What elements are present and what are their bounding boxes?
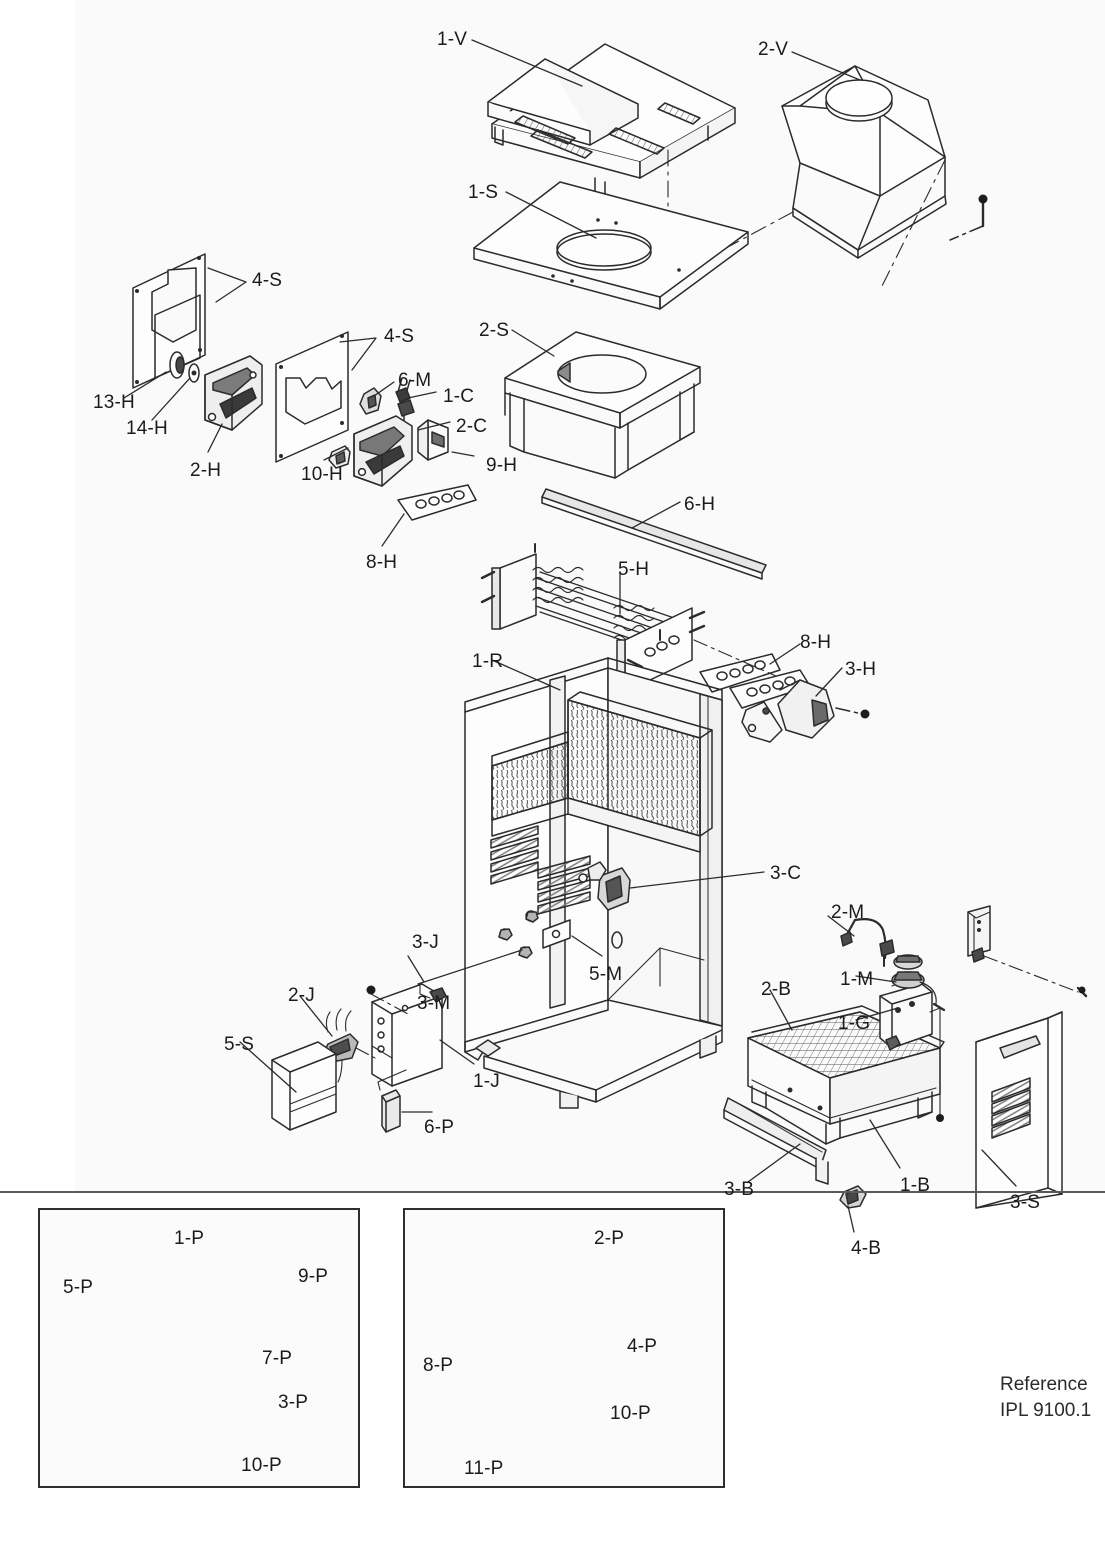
callout-label-2-C: 2-C xyxy=(456,416,488,437)
callout-label-1-P: 1-P xyxy=(174,1228,205,1249)
callout-label-7-P: 7-P xyxy=(262,1348,293,1369)
callout-label-1-G: 1-G xyxy=(838,1013,871,1034)
part-1-R-cabinet xyxy=(464,657,723,1109)
callout-label-6-P: 6-P xyxy=(424,1117,455,1138)
callout-label-1-R: 1-R xyxy=(472,651,504,672)
part-group-burner-controls xyxy=(328,377,477,521)
callout-label-1-C: 1-C xyxy=(443,386,475,407)
reference-line-1: Reference xyxy=(1000,1374,1088,1395)
part-8-H-gaskets-right xyxy=(699,653,811,709)
leader-lines xyxy=(123,39,1017,1233)
callout-label-10-P: 10-P xyxy=(610,1403,651,1424)
callout-label-3-B: 3-B xyxy=(724,1179,755,1200)
part-4-S-gasket-lower xyxy=(275,331,349,463)
callout-label-9-H: 9-H xyxy=(486,455,518,476)
callout-label-14-H: 14-H xyxy=(126,418,168,439)
callout-label-3-P: 3-P xyxy=(278,1392,309,1413)
callout-label-3-C: 3-C xyxy=(770,863,802,884)
callout-label-9-P: 9-P xyxy=(298,1266,329,1287)
callout-label-6-H: 6-H xyxy=(684,494,716,515)
callout-label-6-M: 6-M xyxy=(398,370,432,391)
part-4-S-gasket-upper xyxy=(132,253,206,389)
part-1-S-top-panel xyxy=(473,181,749,310)
callout-label-10-P: 10-P xyxy=(241,1455,282,1476)
callout-label-8-P: 8-P xyxy=(423,1355,454,1376)
part-1-J-junction-box xyxy=(271,983,447,1133)
inset-frame-left xyxy=(38,1208,360,1488)
callout-label-1-B: 1-B xyxy=(900,1175,931,1196)
callout-label-3-J: 3-J xyxy=(412,932,439,953)
reference-line-2: IPL 9100.1 xyxy=(1000,1400,1092,1421)
part-2-V-vent-hood xyxy=(781,65,988,259)
callout-label-11-P: 11-P xyxy=(464,1458,504,1479)
callout-label-13-H: 13-H xyxy=(93,392,135,413)
part-2-B-burner-assembly xyxy=(723,918,946,1209)
callout-label-4-B: 4-B xyxy=(851,1238,882,1259)
callout-label-1-M: 1-M xyxy=(840,969,874,990)
callout-label-1-V: 1-V xyxy=(437,29,468,50)
section-divider xyxy=(0,1191,1105,1193)
callout-label-2-J: 2-J xyxy=(288,985,315,1006)
part-3-H-inducer-housing xyxy=(693,639,870,743)
callout-label-3-M: 3-M xyxy=(417,993,451,1014)
part-2-S-collector-box xyxy=(504,331,701,479)
callout-label-1-S: 1-S xyxy=(468,182,499,203)
callout-label-2-B: 2-B xyxy=(761,979,792,1000)
part-6-H-rail xyxy=(541,488,767,580)
part-1-V-vent-top-cover xyxy=(487,43,736,197)
part-3-S-front-door xyxy=(967,905,1088,1209)
callout-label-5-H: 5-H xyxy=(618,559,650,580)
callout-label-2-V: 2-V xyxy=(758,39,789,60)
callout-label-2-S: 2-S xyxy=(479,320,510,341)
callout-label-3-S: 3-S xyxy=(1010,1192,1041,1213)
callout-label-2-P: 2-P xyxy=(594,1228,625,1249)
callout-label-8-H-a: 8-H xyxy=(366,552,398,573)
callout-label-4-S-b: 4-S xyxy=(384,326,415,347)
part-2-H-combustion-blower xyxy=(169,351,263,431)
callout-label-2-M: 2-M xyxy=(831,902,865,923)
callout-label-10-H: 10-H xyxy=(301,464,343,485)
callout-label-1-J: 1-J xyxy=(473,1071,500,1092)
callout-label-3-H: 3-H xyxy=(845,659,877,680)
callout-label-4-S-a: 4-S xyxy=(252,270,283,291)
callout-label-2-H: 2-H xyxy=(190,460,222,481)
callout-label-5-S: 5-S xyxy=(224,1034,255,1055)
callout-label-5-M: 5-M xyxy=(589,964,623,985)
callout-label-5-P: 5-P xyxy=(63,1277,94,1298)
callout-label-4-P: 4-P xyxy=(627,1336,658,1357)
inset-frame-right xyxy=(403,1208,725,1488)
callout-label-8-H-b: 8-H xyxy=(800,632,832,653)
